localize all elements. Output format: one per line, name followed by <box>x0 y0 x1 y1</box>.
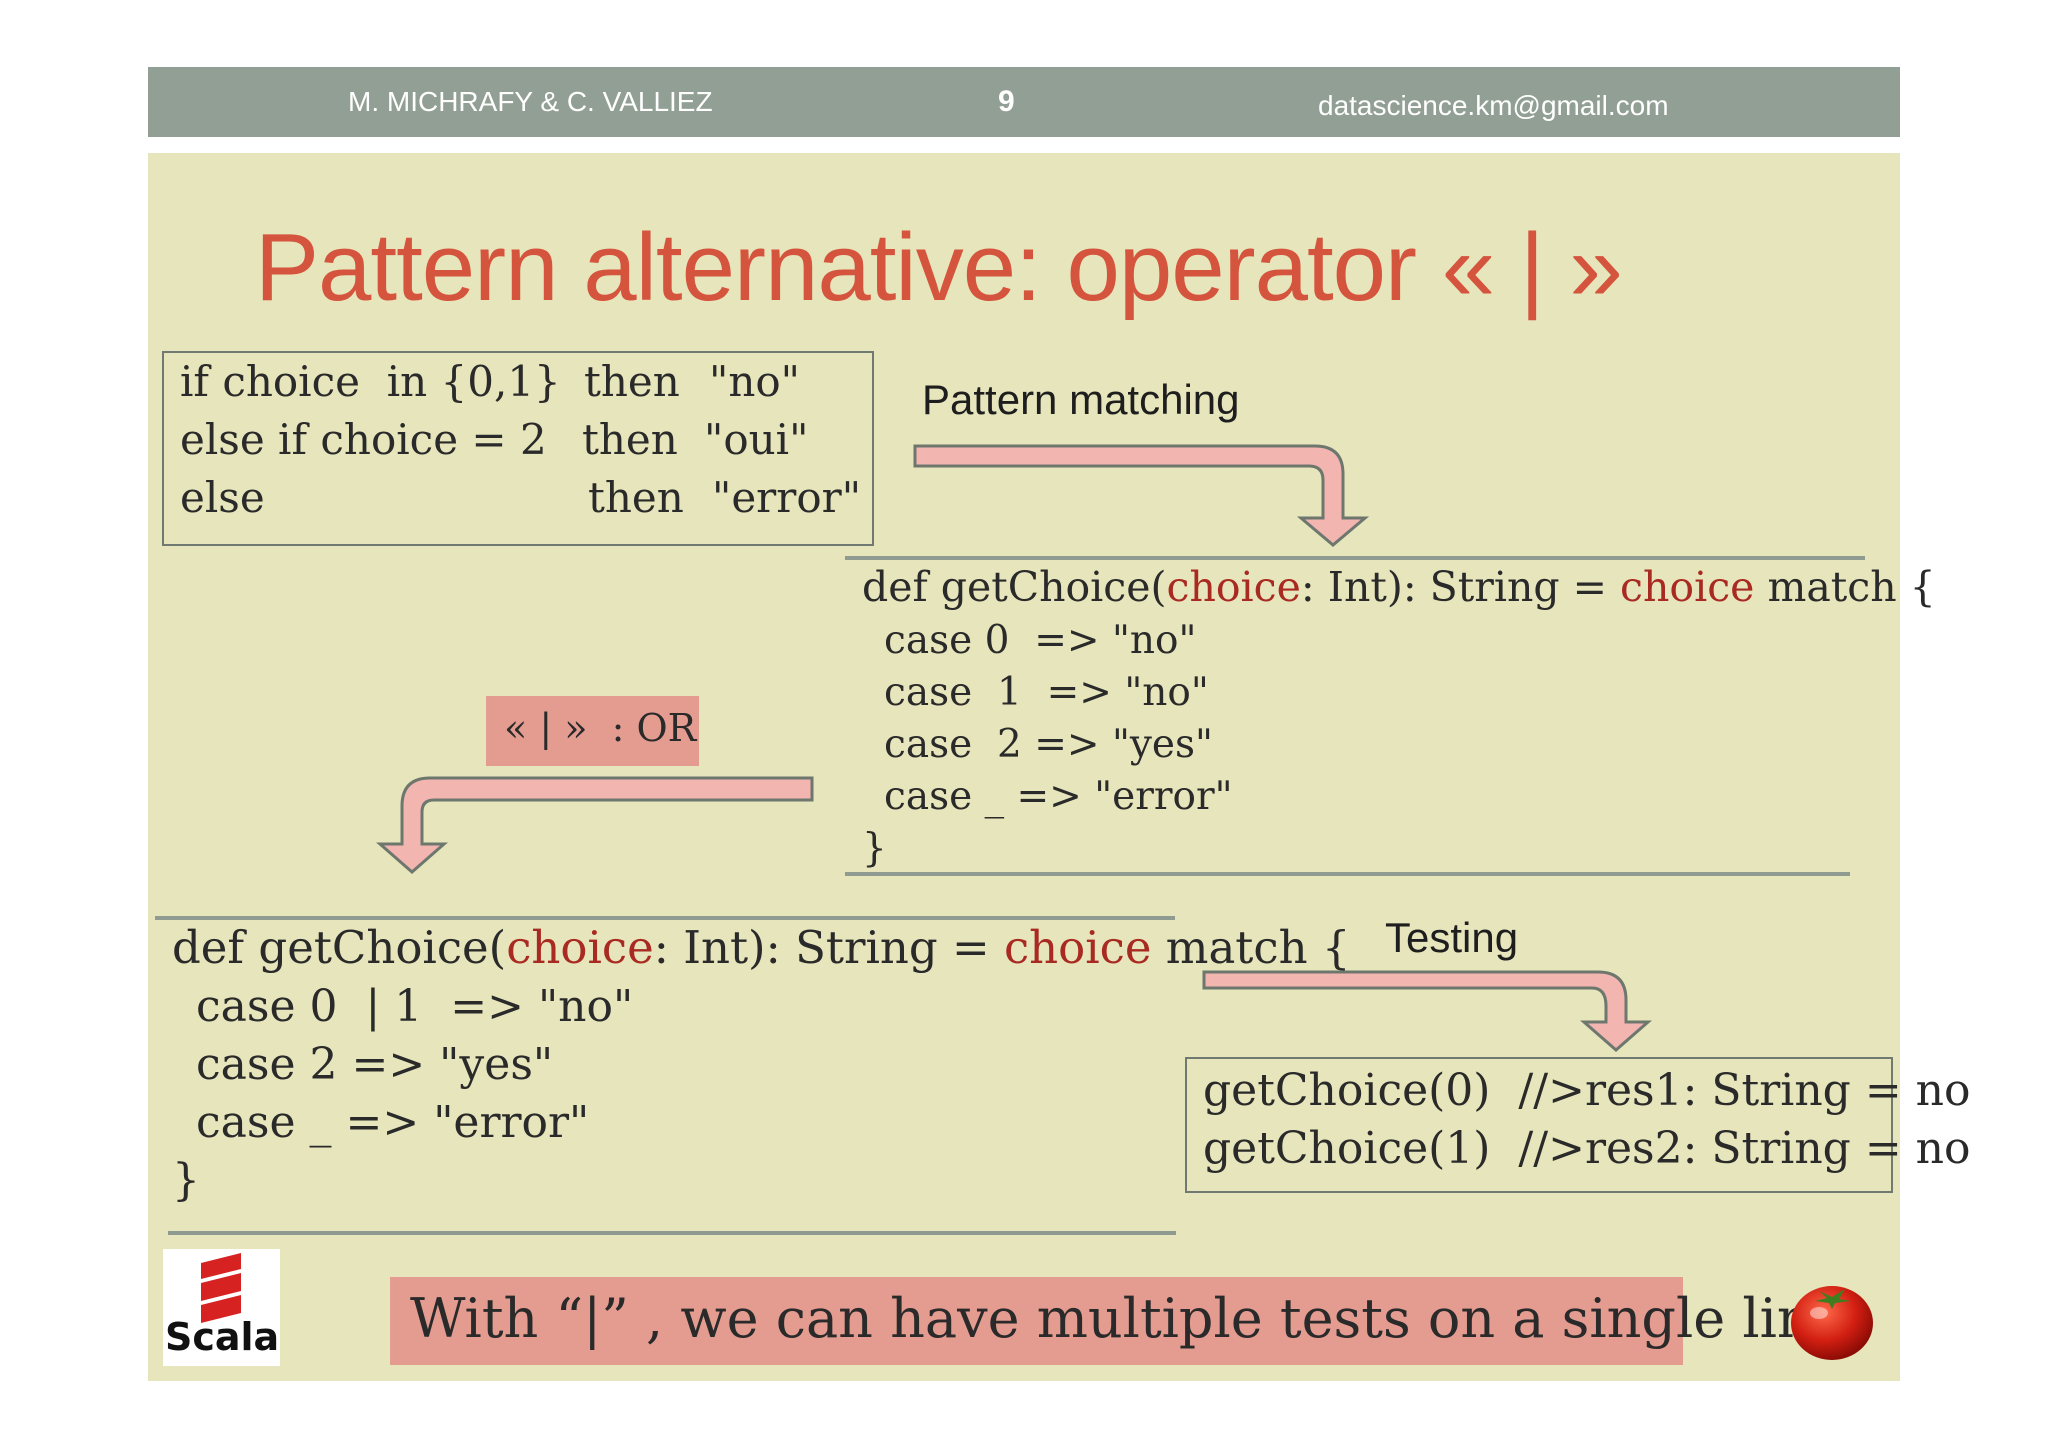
arrow-down-left-icon <box>370 774 820 880</box>
test-line-1: getChoice(0) //>res1: String = no <box>1203 1065 1971 1116</box>
page-number: 9 <box>998 67 1015 137</box>
code1-close: } <box>862 826 887 871</box>
or-label-box: « | » : OR <box>486 696 699 766</box>
code1-bottom-rule <box>845 872 1850 876</box>
slide-title: Pattern alternative: operator « | » <box>255 213 1622 323</box>
code1-case-1: case 1 => "no" <box>884 670 1209 715</box>
code2-def: def <box>172 921 258 974</box>
test-line-2: getChoice(1) //>res2: String = no <box>1203 1123 1971 1174</box>
code2-case-2: case _ => "error" <box>196 1097 589 1148</box>
tomato-icon <box>1787 1277 1877 1362</box>
scala-logo: Scala <box>163 1249 280 1366</box>
code1-case-3: case _ => "error" <box>884 774 1233 819</box>
footer-message-box: With “|” , we can have multiple tests on… <box>390 1277 1683 1365</box>
code1-case-0: case 0 => "no" <box>884 618 1196 663</box>
code1-top-rule <box>845 556 1865 560</box>
code1-fn: getChoice( <box>941 563 1167 611</box>
code2-param: choice <box>506 921 654 974</box>
if-line-2-cond: else if choice = 2 <box>180 415 547 464</box>
if-else-box: if choice in {0,1} then "no" else if cho… <box>162 351 874 546</box>
code1-scrutinee: choice <box>1620 563 1754 611</box>
if-line-3-cond: else <box>180 473 265 522</box>
header-authors: M. MICHRAFY & C. VALLIEZ <box>348 67 713 137</box>
testing-label: Testing <box>1385 914 1518 962</box>
code2-def-line: def getChoice(choice: Int): String = cho… <box>172 921 1351 974</box>
if-line-1-val: "no" <box>709 357 800 406</box>
if-line-2-then: then <box>582 415 678 464</box>
pattern-matching-label: Pattern matching <box>922 376 1240 424</box>
if-line-3-then: then <box>588 473 684 522</box>
code2-close: } <box>172 1155 200 1206</box>
if-line-1-cond: if choice in {0,1} <box>180 357 561 406</box>
code1-match: match { <box>1754 563 1935 611</box>
header-email: datascience.km@gmail.com <box>1318 71 1669 141</box>
code2-top-rule <box>155 916 1175 920</box>
footer-message: With “|” , we can have multiple tests on… <box>410 1287 1844 1350</box>
slide-canvas <box>148 153 1900 1381</box>
if-line-1-then: then <box>584 357 680 406</box>
test-results-box: getChoice(0) //>res1: String = no getCho… <box>1185 1057 1893 1193</box>
code1-def: def <box>862 563 941 611</box>
code1-def-line: def getChoice(choice: Int): String = cho… <box>862 563 1936 611</box>
or-label: « | » : OR <box>504 706 696 750</box>
header-bar: M. MICHRAFY & C. VALLIEZ 9 datascience.k… <box>148 67 1900 137</box>
code2-case-1: case 2 => "yes" <box>196 1039 553 1090</box>
if-line-3-val: "error" <box>712 473 861 522</box>
code2-fn: getChoice( <box>258 921 506 974</box>
code2-sig: : Int): String = <box>654 921 1004 974</box>
if-line-2-val: "oui" <box>704 415 808 464</box>
code1-param: choice <box>1167 563 1301 611</box>
code2-bottom-rule <box>168 1231 1176 1235</box>
scala-logo-text: Scala <box>165 1315 279 1359</box>
code2-case-0: case 0 | 1 => "no" <box>196 981 633 1032</box>
testing-arrow-icon <box>1198 964 1658 1054</box>
code2-scrutinee: choice <box>1004 921 1152 974</box>
code1-sig: : Int): String = <box>1301 563 1620 611</box>
code1-case-2: case 2 => "yes" <box>884 722 1213 767</box>
arrow-down-right-icon <box>905 440 1385 555</box>
